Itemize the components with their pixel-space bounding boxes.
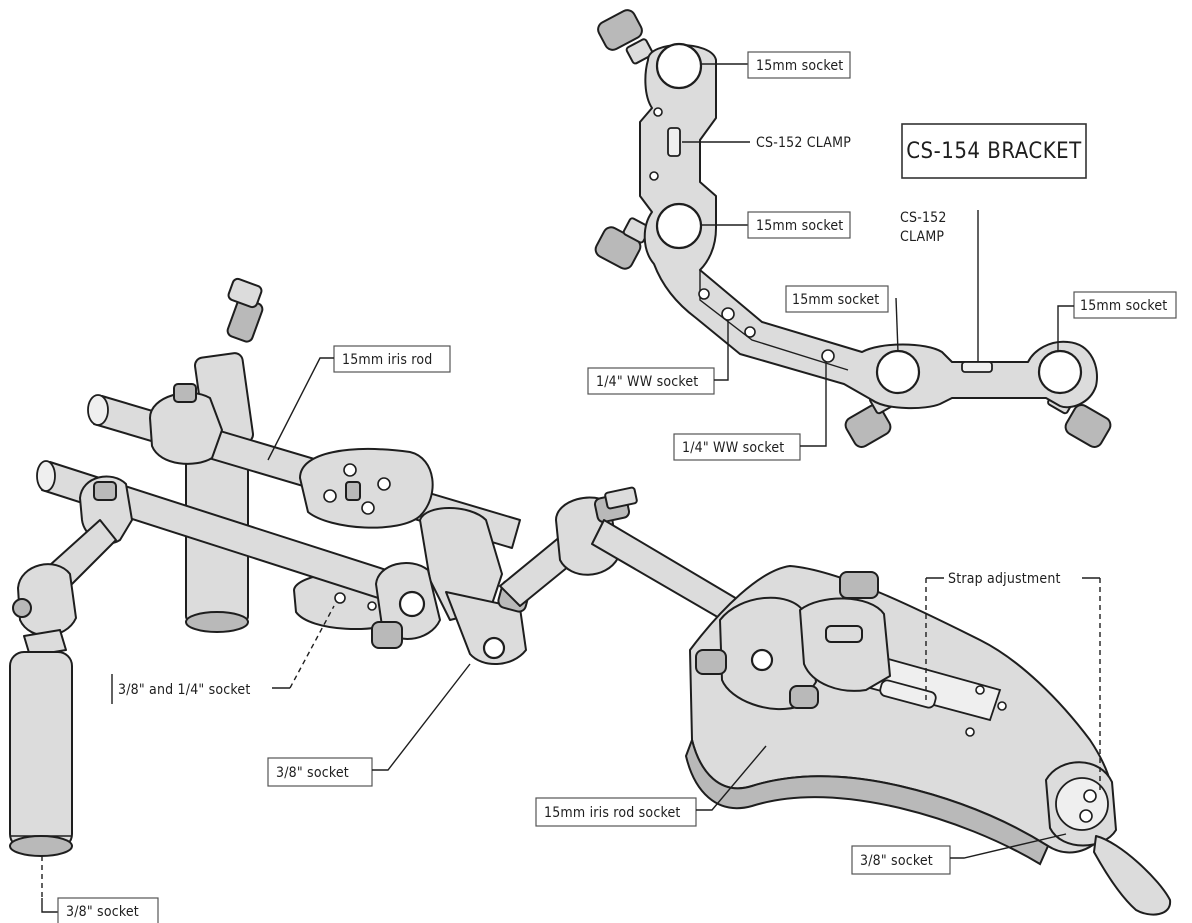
callout-label: 1/4" WW socket — [596, 374, 698, 390]
bracket-small-hole — [744, 326, 756, 338]
callout-iris-rod-socket: 15mm iris rod socket — [535, 745, 767, 827]
bracket-clamp-slot-left — [667, 127, 681, 157]
callout-label: 15mm socket — [756, 218, 843, 234]
left-hand-grip — [9, 629, 73, 857]
callout-bracket-ww-socket-lower: 1/4" WW socket — [673, 362, 827, 461]
bracket-small-hole — [698, 288, 710, 300]
callout-bracket-clamp-left: CS-152 CLAMP — [682, 135, 851, 151]
callout-bracket-socket-inner-right: 15mm socket — [785, 285, 899, 353]
callout-label: CLAMP — [900, 229, 944, 245]
bracket-small-hole — [721, 307, 735, 321]
callout-strap-adjustment: Strap adjustment — [925, 571, 1101, 792]
extension-arm — [499, 486, 638, 607]
bracket-mid-knob — [594, 217, 651, 270]
callout-label: 15mm iris rod socket — [544, 805, 681, 821]
callout-bracket-ww-socket-upper: 1/4" WW socket — [587, 320, 729, 395]
center-clamp-block — [371, 507, 531, 666]
bracket-small-hole — [649, 171, 659, 181]
bracket-small-hole — [653, 107, 663, 117]
callout-label: 1/4" WW socket — [682, 440, 784, 456]
diagram-title: CS-154 BRACKET — [906, 139, 1082, 164]
callout-label: 15mm socket — [1080, 298, 1167, 314]
callout-label: 3/8" socket — [276, 765, 349, 781]
cs-154-bracket-drawing — [594, 9, 1112, 448]
callout-label: 15mm socket — [792, 292, 879, 308]
bracket-plate — [639, 44, 1098, 410]
bracket-top-knob — [597, 9, 654, 65]
callout-pad-socket: 3/8" socket — [851, 833, 1067, 875]
title-block: CS-154 BRACKET — [901, 123, 1087, 179]
shoulder-mount-block — [695, 571, 891, 711]
callout-label: CS-152 CLAMP — [756, 135, 851, 151]
left-handle-arm — [12, 519, 117, 637]
upper-rod-clamp — [149, 383, 223, 465]
callout-label: 3/8" and 1/4" socket — [118, 682, 251, 698]
callout-label: 3/8" socket — [860, 853, 933, 869]
shoulder-rig-drawing — [9, 277, 1172, 916]
callout-bracket-socket-top: 15mm socket — [702, 51, 851, 79]
callout-label: CS-152 — [900, 210, 947, 226]
bracket-clamp-slot-right — [961, 361, 993, 373]
bracket-socket-top-hole — [655, 42, 703, 90]
camera-plate — [299, 448, 434, 529]
bracket-socket-mid-hole — [655, 202, 703, 250]
callout-combo-socket: 3/8" and 1/4" socket — [111, 605, 335, 704]
callout-label: 3/8" socket — [66, 904, 139, 920]
callout-bracket-socket-far-right: 15mm socket — [1057, 291, 1177, 352]
bracket-socket-far-right-hole — [1037, 349, 1083, 395]
rear-knob — [1045, 761, 1172, 916]
callout-handle-socket: 3/8" socket — [41, 856, 159, 923]
callout-iris-rod: 15mm iris rod — [267, 345, 451, 461]
bracket-socket-inner-right-hole — [875, 349, 921, 395]
bracket-small-hole — [821, 349, 835, 363]
callout-arm-socket: 3/8" socket — [267, 663, 471, 787]
callout-label: 15mm iris rod — [342, 352, 432, 368]
callout-label: Strap adjustment — [948, 571, 1061, 587]
callout-label: 15mm socket — [756, 58, 843, 74]
callout-bracket-socket-mid: 15mm socket — [702, 211, 851, 239]
callout-bracket-clamp-right: CS-152 CLAMP — [900, 210, 979, 362]
